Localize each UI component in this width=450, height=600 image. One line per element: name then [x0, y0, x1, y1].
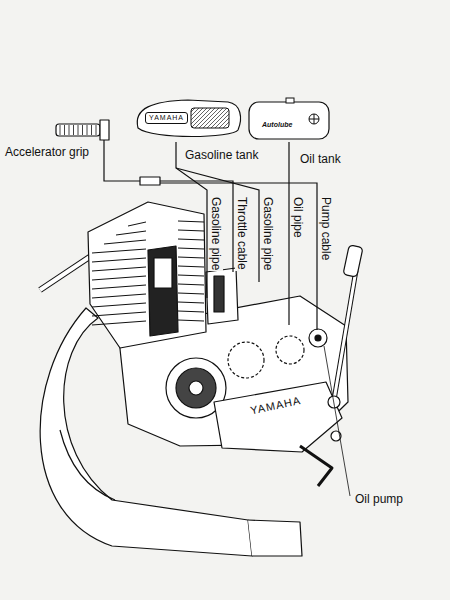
cooling-fin [92, 312, 146, 316]
kick-grip [343, 245, 363, 277]
gasoline-tank: YAMAHAGasoline tank [133, 98, 243, 140]
cooling-fin [178, 230, 204, 231]
throttle-housing [100, 120, 109, 140]
cooling-fin [178, 302, 204, 303]
tank-emblem: YAMAHA [145, 112, 188, 124]
brake-pedal [300, 446, 332, 486]
cooling-fin [178, 248, 204, 249]
pipe-line [160, 181, 233, 272]
grip-knurl [73, 125, 74, 135]
pipe-line [176, 168, 259, 282]
cooling-fin [178, 284, 204, 285]
tank-body [249, 102, 329, 139]
carburetor-slide [214, 276, 224, 312]
cooling-fin [92, 258, 146, 262]
clutch-plates [176, 368, 216, 408]
cooling-fin [92, 276, 146, 280]
grip-knurl [82, 125, 83, 135]
cooling-fin [178, 257, 204, 258]
oil-pump-shaft [315, 335, 321, 341]
grip-knurl [78, 125, 79, 135]
grip-knurl [60, 125, 61, 135]
piston [154, 258, 172, 288]
part-label: Gasoline pipe [261, 196, 275, 271]
pipe-line [104, 140, 140, 181]
muffler [248, 520, 302, 556]
pipe-line [160, 183, 317, 330]
cooling-fin [178, 221, 204, 222]
pipe-line [176, 142, 207, 298]
cylinder [88, 202, 206, 348]
part-label: Accelerator grip [4, 145, 90, 159]
cooling-fin [92, 294, 146, 298]
kick-lever-inner [334, 270, 356, 400]
cooling-fin [178, 266, 204, 267]
cooling-fin [92, 267, 146, 271]
part-label: Oil pipe [291, 196, 305, 239]
cooling-fin [104, 240, 146, 244]
oil-tank: AutolubeOil tank [248, 97, 330, 140]
cooling-fin [178, 320, 204, 321]
cooling-fin [92, 249, 146, 253]
tank-emblem: Autolube [262, 121, 292, 129]
gear [276, 336, 304, 364]
part-label: Oil pump [354, 492, 404, 506]
tank-outline [248, 97, 330, 140]
cooling-fin [178, 275, 204, 276]
knee-grip [191, 108, 229, 128]
filler-cap [286, 98, 294, 103]
grip-knurl [96, 125, 97, 135]
cooling-fin [92, 285, 146, 289]
cooling-fin [116, 231, 146, 235]
part-label: Gasoline pipe [209, 196, 223, 271]
grip [56, 124, 100, 136]
tank-body [137, 100, 240, 137]
grip-knurl [64, 125, 65, 135]
cooling-fin [128, 222, 146, 226]
kick-lever [334, 270, 356, 400]
part-label: Throttle cable [235, 196, 249, 271]
cooling-fin [92, 321, 146, 325]
grip-knurl [69, 125, 70, 135]
cooling-fin [92, 303, 146, 307]
tank-heading: Gasoline tank [185, 149, 258, 163]
clutch-hub [189, 381, 203, 395]
side-cover [214, 382, 342, 452]
piston-cutaway [148, 246, 178, 336]
exhaust-line [60, 430, 115, 500]
level-mark [309, 114, 319, 124]
grip-knurl [91, 125, 92, 135]
leader-line [324, 346, 350, 496]
level-window [309, 114, 319, 124]
gear [228, 342, 264, 378]
carburetor [206, 268, 238, 324]
cable-connector [140, 177, 160, 185]
grip-knurl [87, 125, 88, 135]
cooling-fin [178, 239, 204, 240]
tank-heading: Oil tank [300, 153, 341, 167]
oil-pump-body [309, 329, 327, 347]
pipe-line [288, 142, 289, 325]
cooling-fin [178, 293, 204, 294]
cooling-fin [178, 311, 204, 312]
part-label: Pump cable [319, 196, 333, 261]
